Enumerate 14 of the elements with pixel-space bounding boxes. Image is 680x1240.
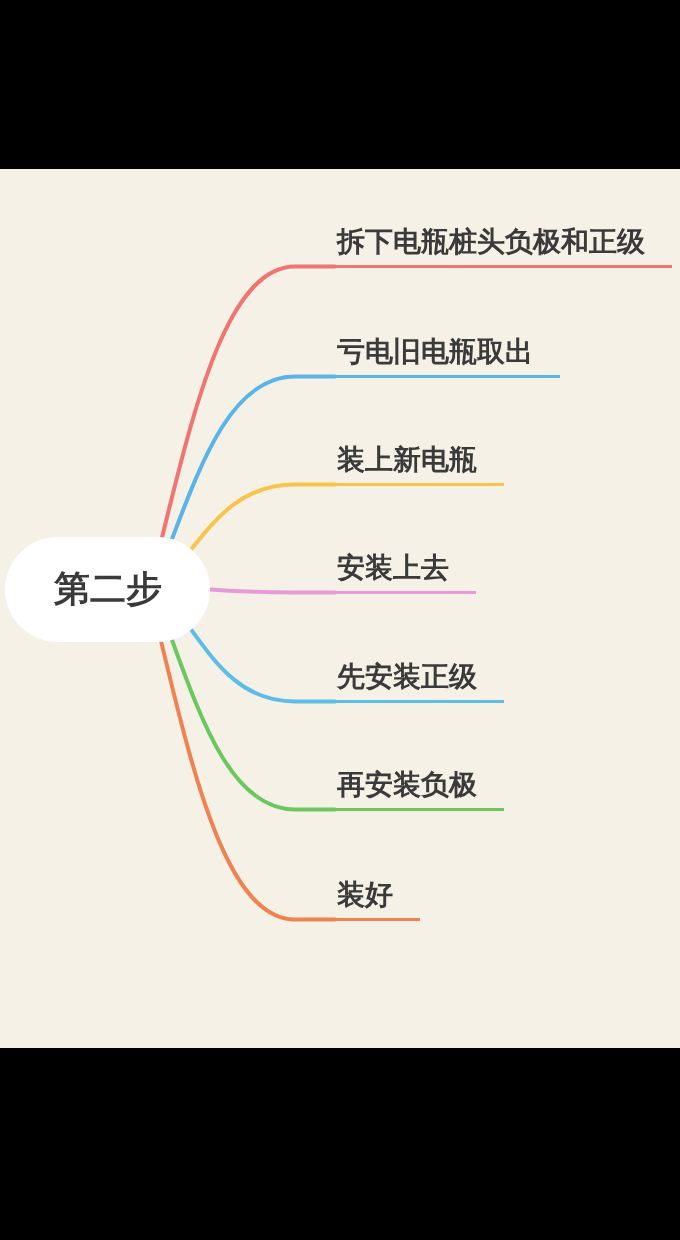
branch-line: [170, 638, 337, 812]
branch-topic: 再安装负极: [335, 768, 504, 811]
branch-topic: 安装上去: [335, 551, 476, 594]
branch-topic: 装好: [335, 878, 420, 921]
branch-topic: 装上新电瓶: [335, 443, 504, 486]
branch-topic: 亏电旧电瓶取出: [335, 335, 560, 378]
branch-line: [189, 627, 337, 704]
branch-line: [159, 639, 337, 922]
branch-line: [160, 264, 337, 540]
branch-line: [208, 587, 337, 595]
branch-topic: 先安装正级: [335, 660, 504, 703]
branch-line: [189, 482, 337, 552]
branch-topic: 拆下电瓶桩头负极和正级: [335, 225, 672, 268]
branch-line: [170, 374, 337, 541]
